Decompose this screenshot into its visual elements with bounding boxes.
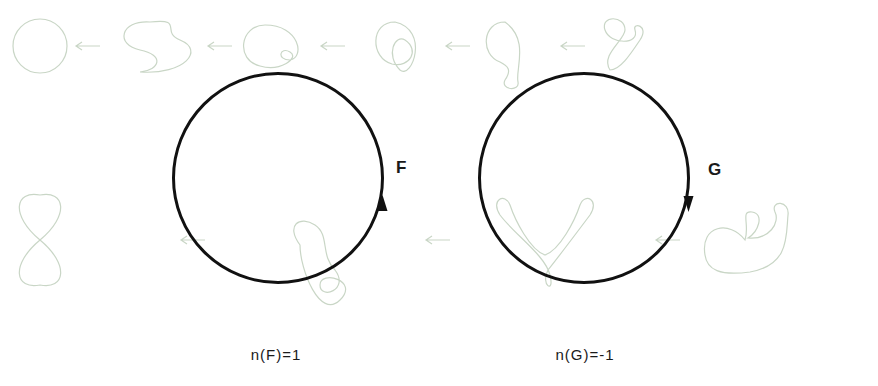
orientation-arrowhead — [378, 195, 388, 211]
faded-curve — [486, 22, 519, 89]
faded-curve — [604, 19, 643, 70]
circle-curve: F — [172, 72, 384, 284]
faded-curve — [244, 25, 298, 67]
faded-arrow — [321, 42, 345, 50]
winding-number: n(F)=1 — [251, 346, 302, 363]
faded-arrow — [426, 236, 450, 244]
faded-curve — [497, 198, 594, 286]
faded-curve — [124, 21, 191, 72]
faded-curve — [376, 22, 416, 71]
faded-curves — [13, 19, 788, 305]
winding-number: n(G)=-1 — [555, 346, 614, 363]
oriented-circle — [480, 74, 689, 283]
faded-arrow — [561, 42, 585, 50]
faded-arrow — [446, 42, 470, 50]
circle-curve: G — [478, 72, 690, 284]
faded-arrow — [208, 42, 232, 50]
faded-circle — [13, 19, 67, 73]
faded-figure-eight — [19, 194, 60, 285]
oriented-circle — [174, 74, 383, 283]
faded-arrow — [76, 42, 100, 50]
circle-outline — [478, 72, 690, 284]
curve-name: G — [708, 160, 721, 180]
circle-outline — [172, 72, 384, 284]
curve-name: F — [396, 158, 406, 178]
faded-curve — [704, 203, 788, 273]
orientation-arrowhead — [684, 196, 694, 212]
